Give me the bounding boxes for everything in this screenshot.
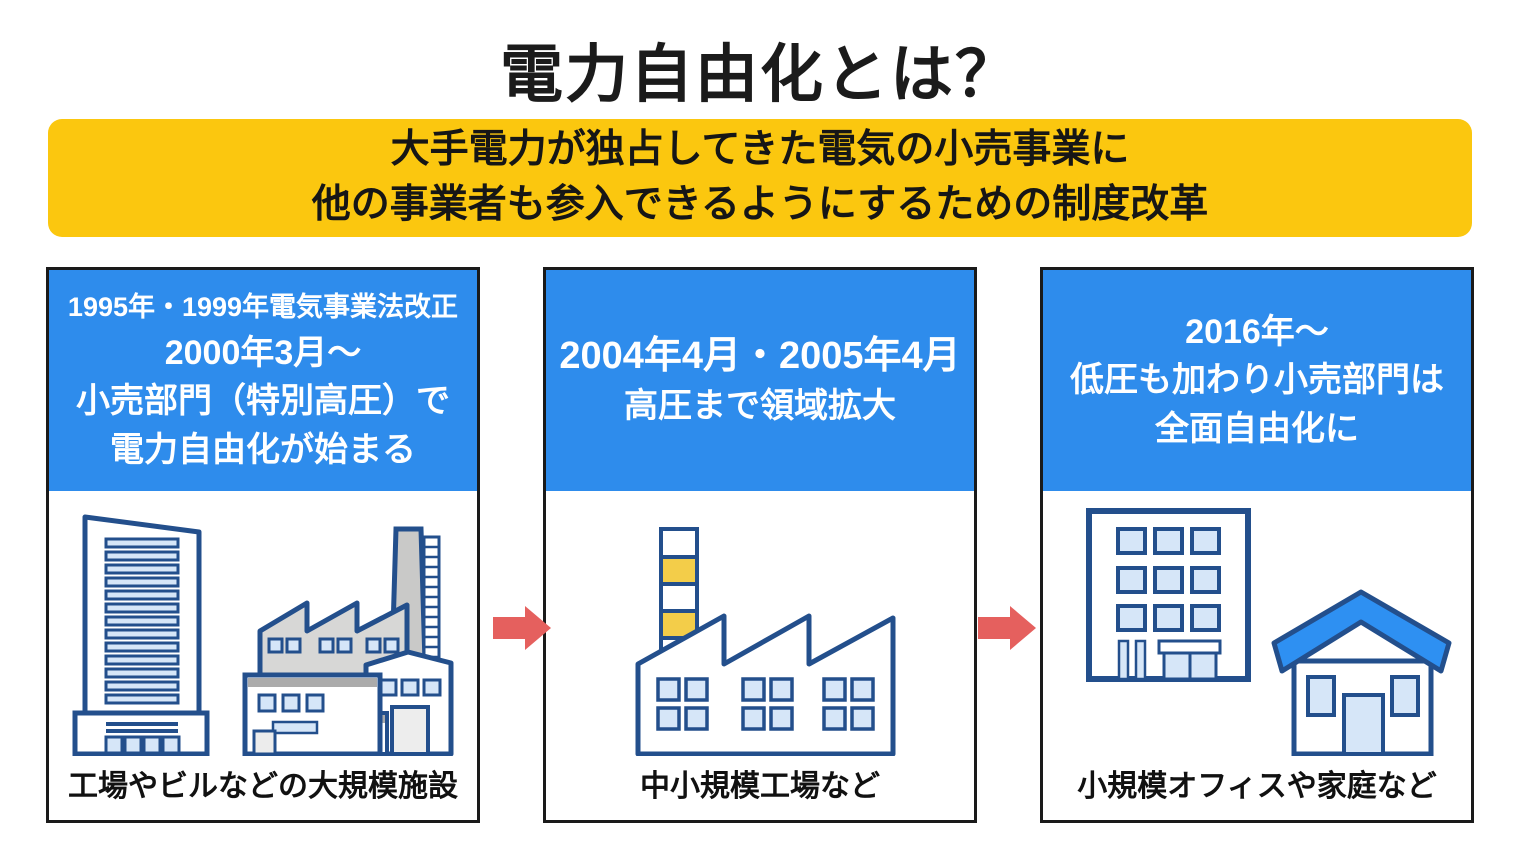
card-1-header: 1995年・1999年電気事業法改正 2000年3月〜 小売部門（特別高圧）で … <box>49 270 477 491</box>
card-2-caption: 中小規模工場など <box>640 770 880 803</box>
card-3-header-line-2: 低圧も加わり小売部門は <box>1070 361 1444 400</box>
card-1-caption: 工場やビルなどの大規模施設 <box>68 770 458 803</box>
house-icon <box>1271 589 1452 756</box>
banner-line-1: 大手電力が独占してきた電気の小売事業に <box>390 128 1130 172</box>
card-1-header-line-1: 2000年3月〜 <box>164 334 362 373</box>
card-1-header-note: 1995年・1999年電気事業法改正 <box>67 292 459 322</box>
timeline-card-1: 1995年・1999年電気事業法改正 2000年3月〜 小売部門（特別高圧）で … <box>46 267 480 823</box>
card-2-header-line-1: 2004年4月・2005年4月 <box>559 334 961 377</box>
timeline-card-2: 2004年4月・2005年4月 高圧まで領域拡大 <box>543 267 977 823</box>
timeline-card-3: 2016年〜 低圧も加わり小売部門は 全面自由化に <box>1040 267 1474 823</box>
card-3-caption: 小規模オフィスや家庭など <box>1077 770 1437 803</box>
card-3-illustration <box>1043 491 1471 756</box>
arrow-right-icon <box>493 606 551 650</box>
office-tower-and-factory-icon <box>72 514 454 756</box>
office-building-icon <box>1086 508 1251 682</box>
card-3-header-line-1: 2016年〜 <box>1185 313 1329 352</box>
definition-banner: 大手電力が独占してきた電気の小売事業に 他の事業者も参入できるようにするための制… <box>48 119 1472 237</box>
card-1-illustration <box>49 491 477 756</box>
card-2-illustration <box>546 491 974 756</box>
striped-chimney-icon <box>659 527 699 662</box>
factory-icon <box>635 613 896 756</box>
card-3-header-line-3: 全面自由化に <box>1155 409 1359 448</box>
page-title: 電力自由化とは？ <box>500 40 1020 110</box>
office-tower-icon <box>72 514 210 756</box>
card-3-header: 2016年〜 低圧も加わり小売部門は 全面自由化に <box>1043 270 1471 491</box>
card-1-header-line-3: 電力自由化が始まる <box>110 430 416 469</box>
factory-icon <box>242 526 454 756</box>
card-1-header-line-2: 小売部門（特別高圧）で <box>76 382 450 421</box>
card-2-header: 2004年4月・2005年4月 高圧まで領域拡大 <box>546 270 974 491</box>
card-2-header-line-2: 高圧まで領域拡大 <box>624 387 896 426</box>
arrow-right-icon <box>978 606 1036 650</box>
banner-line-2: 他の事業者も参入できるようにするための制度改革 <box>311 183 1209 226</box>
factory-with-striped-chimney-icon <box>635 527 896 756</box>
office-building-and-house-icon <box>1086 508 1452 756</box>
